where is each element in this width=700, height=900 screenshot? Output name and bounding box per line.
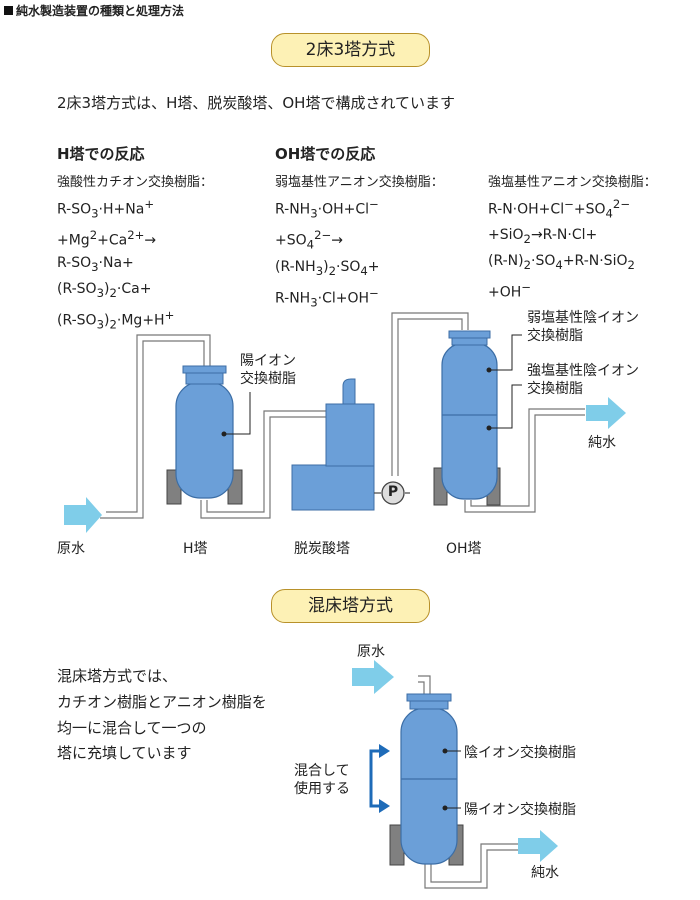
section2-desc-line3: 均一に混合して一つの (57, 719, 207, 737)
mixed-bracket-icon (369, 749, 383, 808)
weak-anion-label: 弱塩基性陰イオン交換樹脂 (527, 310, 639, 344)
decarb-tower-label: 脱炭酸塔 (294, 541, 350, 557)
oh-tower-label: OH塔 (446, 541, 482, 557)
oh-tower-graphic (433, 330, 501, 506)
section1-intro: 2床3塔方式は、H塔、脱炭酸塔、OH塔で構成されています (57, 94, 456, 112)
page-header: 純水製造装置の種類と処理方法 (4, 2, 184, 19)
mixed-pure-water-arrow-icon (518, 830, 558, 862)
oh-resin2-label: 強塩基性アニオン交換樹脂： (488, 175, 657, 190)
h-tower-graphic (166, 365, 243, 505)
oh-resin1-label: 弱塩基性アニオン交換樹脂： (275, 175, 444, 190)
oh-weak-reaction-formula: R-NH3·OH+Cl− +SO42−→ (R-NH3)2·SO4+ R-NH3… (275, 197, 380, 310)
strong-anion-label: 強塩基性陰イオン交換樹脂 (527, 363, 639, 397)
mixed-use-label: 混合して使用する (294, 763, 350, 797)
mixed-raw-water-label: 原水 (357, 644, 385, 660)
mixed-raw-water-arrow-icon (352, 660, 394, 694)
mixed-anion-label: 陰イオン交換樹脂 (464, 745, 576, 761)
pump-graphic (374, 481, 410, 505)
section2-desc-line2: カチオン樹脂とアニオン樹脂を (57, 693, 267, 711)
oh-reaction-title: OH塔での反応 (275, 145, 376, 163)
mixed-cation-label: 陽イオン交換樹脂 (464, 802, 576, 818)
mixed-tower-graphic (389, 693, 464, 866)
section2-title-pill: 混床塔方式 (271, 589, 430, 623)
h-reaction-title: H塔での反応 (57, 145, 145, 163)
pump-label: P (387, 484, 399, 500)
h-tower-label: H塔 (183, 541, 208, 557)
section1-title-pill: 2床3塔方式 (271, 33, 430, 67)
pure-water-arrow-icon (586, 397, 626, 429)
section2-desc-line1: 混床塔方式では、 (57, 667, 178, 685)
cation-resin-label: 陽イオン交換樹脂 (240, 353, 296, 387)
raw-water-label: 原水 (57, 541, 85, 557)
raw-water-arrow-icon (64, 497, 102, 533)
square-bullet-icon (4, 6, 13, 15)
h-reaction-formula: R-SO3·H+Na+ +Mg2+Ca2+→ R-SO3·Na+ (R-SO3)… (57, 197, 175, 332)
page-header-text: 純水製造装置の種類と処理方法 (16, 4, 185, 18)
pure-water-label: 純水 (588, 435, 616, 451)
mixed-pure-water-label: 純水 (531, 865, 559, 881)
decarb-tower-graphic (291, 378, 375, 511)
section2-desc-line4: 塔に充填しています (57, 744, 192, 762)
h-resin-label: 強酸性カチオン交換樹脂： (57, 175, 214, 190)
oh-strong-reaction-formula: R-N·OH+Cl−+SO42− +SiO2→R-N·Cl+ (R-N)2·SO… (488, 197, 635, 301)
